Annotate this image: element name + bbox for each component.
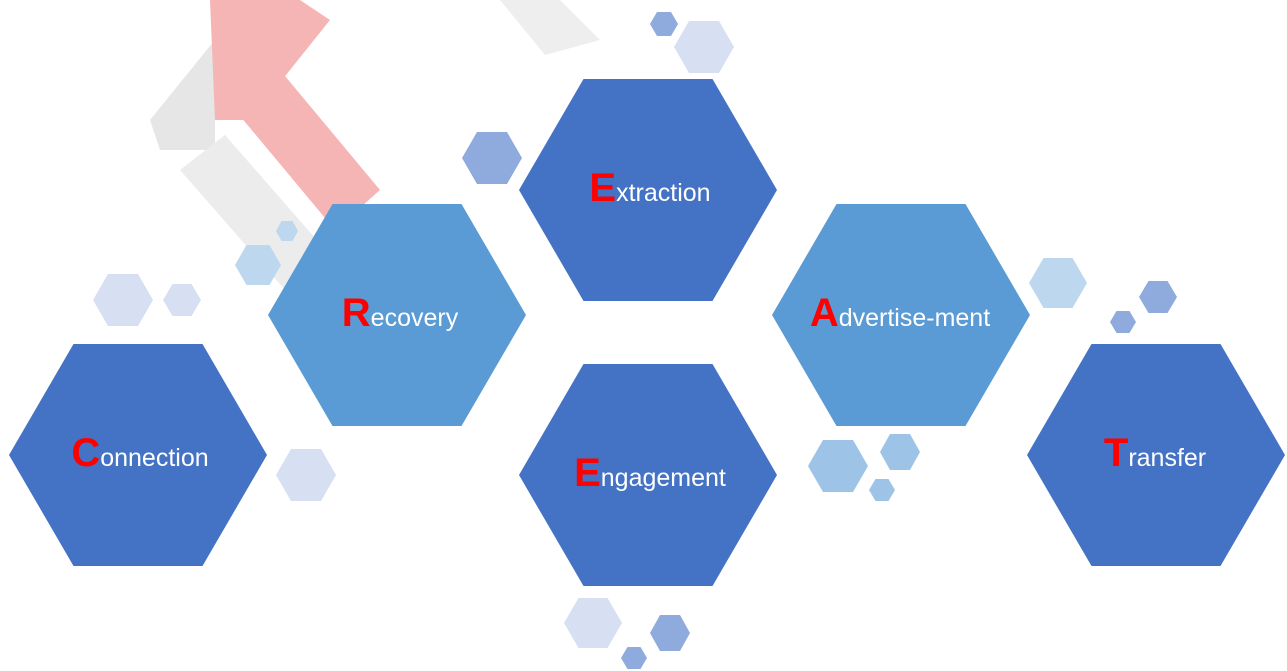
- hex-text-recovery: ecovery: [370, 303, 459, 332]
- decor-hexagon-4: [276, 221, 298, 241]
- hexagon-advertisement: [772, 204, 1030, 426]
- watermark-red-shape-top: [210, 0, 330, 120]
- decor-hexagon-17: [621, 647, 647, 669]
- hex-initial-connection: C: [71, 430, 101, 475]
- decor-hexagon-15: [564, 598, 622, 648]
- hexagon-connection: [9, 344, 267, 566]
- decor-hexagon-3: [235, 245, 281, 285]
- hex-label-recovery: Recovery: [290, 240, 510, 390]
- decor-hexagon-8: [674, 21, 734, 73]
- hex-label-engagement: Engagement: [560, 400, 740, 550]
- hex-text-connection: onnection: [100, 443, 209, 472]
- hexagon-transfer: [1027, 344, 1285, 566]
- decor-hexagon-2: [163, 284, 201, 316]
- watermark-logo: [150, 0, 600, 290]
- hex-initial-advertisement: A: [809, 290, 839, 335]
- decor-hexagon-1: [93, 274, 153, 326]
- decorative-hexagons: [93, 12, 1177, 669]
- hex-initial-engagement: E: [574, 450, 601, 495]
- main-hexagons: [9, 79, 1285, 586]
- hex-initial-transfer: T: [1103, 430, 1129, 475]
- decor-hexagon-11: [1110, 311, 1136, 333]
- hex-label-transfer: Transfer: [1045, 380, 1265, 530]
- hex-text-advertisement: dvertise-ment: [838, 303, 991, 332]
- hexagon-recovery: [268, 204, 526, 426]
- hex-label-connection: Connection: [30, 380, 250, 530]
- hex-label-extraction: Extraction: [535, 115, 765, 265]
- hex-text-extraction: xtraction: [616, 178, 711, 207]
- decor-hexagon-12: [808, 440, 868, 492]
- decor-hexagon-13: [880, 434, 920, 470]
- decor-hexagon-6: [462, 132, 522, 184]
- decor-hexagon-14: [869, 479, 895, 501]
- decor-hexagon-5: [276, 449, 336, 501]
- hex-initial-extraction: E: [589, 165, 617, 210]
- hexagon-engagement: [519, 364, 777, 586]
- hex-label-advertisement: Advertise-ment: [800, 240, 1000, 390]
- hex-initial-recovery: R: [341, 290, 371, 335]
- watermark-gray-shape-mid: [180, 135, 330, 290]
- watermark-red-shape-mid: [235, 70, 380, 230]
- decor-hexagon-9: [1029, 258, 1087, 308]
- hex-text-transfer: ransfer: [1128, 443, 1207, 472]
- hex-text-engagement: ngagement: [600, 463, 726, 492]
- decor-hexagon-16: [650, 615, 690, 651]
- watermark-gray-shape-right: [500, 0, 600, 55]
- decor-hexagon-7: [650, 12, 678, 36]
- decor-hexagon-10: [1139, 281, 1177, 313]
- hexagon-extraction: [519, 79, 777, 301]
